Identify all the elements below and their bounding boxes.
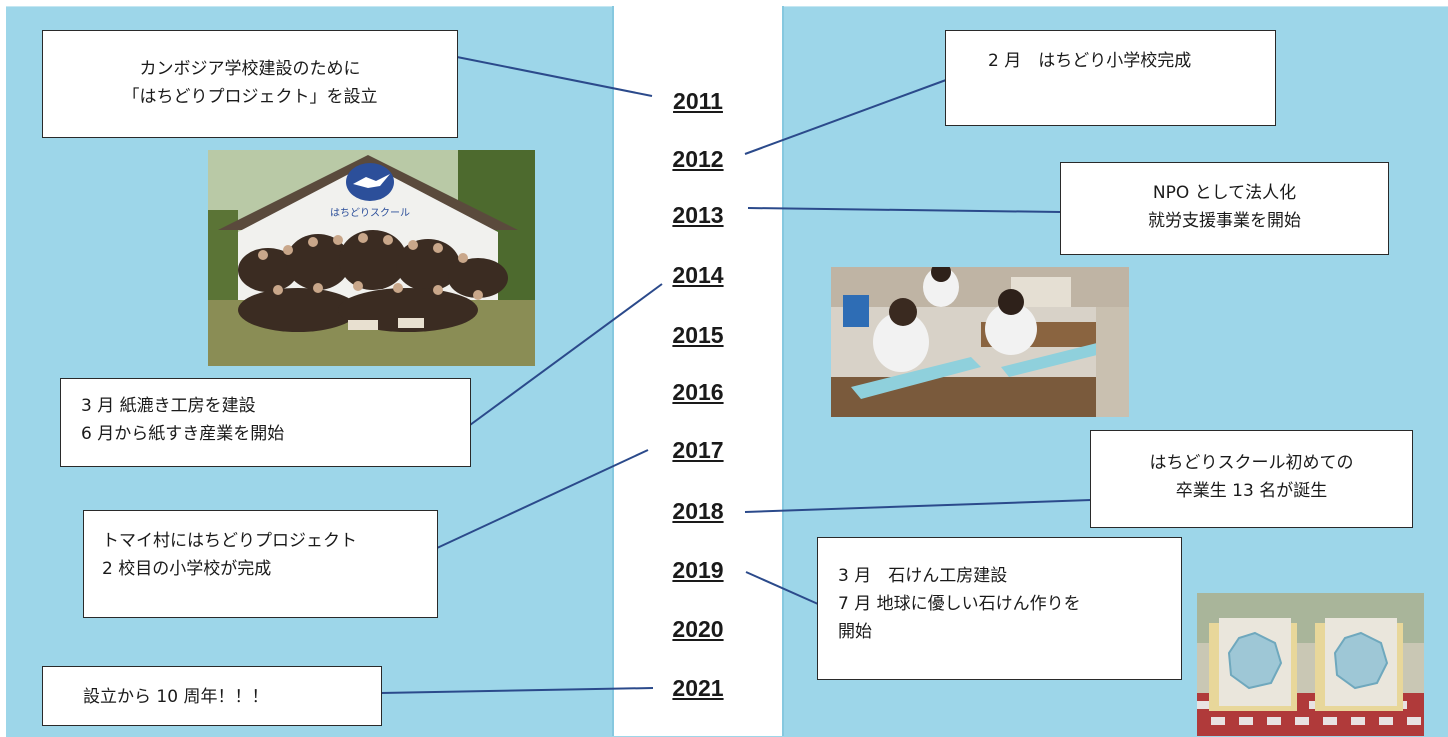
year-2018: 2018 (672, 498, 724, 524)
event-box-second-school: トマイ村にはちどりプロジェクト 2 校目の小学校が完成 (83, 510, 438, 618)
year-2016: 2016 (672, 379, 724, 405)
connector-2019 (745, 571, 819, 605)
event-text: 6 月から紙すき産業を開始 (81, 424, 285, 444)
school-group-photo: はちどりスクール (208, 150, 535, 366)
event-text: 3 月 紙漉き工房を建設 (81, 396, 256, 416)
event-box-paper-workshop: 3 月 紙漉き工房を建設 6 月から紙すき産業を開始 (60, 378, 471, 467)
year-2013: 2013 (672, 202, 724, 228)
connector-2021 (379, 687, 654, 694)
year-2015: 2015 (672, 322, 724, 348)
year-2011: 2011 (673, 88, 723, 114)
year-2017: 2017 (672, 437, 724, 463)
event-text: 開始 (838, 622, 872, 642)
event-text: 「はちどりプロジェクト」を設立 (122, 87, 378, 107)
connector-2017 (436, 449, 649, 549)
year-2019: 2019 (672, 557, 724, 583)
event-text: 就労支援事業を開始 (1148, 211, 1301, 231)
soap-photo-drawing (1197, 593, 1424, 736)
connector-2012 (744, 79, 947, 155)
event-box-graduates: はちどりスクール初めての 卒業生 13 名が誕生 (1090, 430, 1413, 528)
event-box-founding: カンボジア学校建設のために 「はちどりプロジェクト」を設立 (42, 30, 458, 138)
event-box-anniversary: 設立から 10 周年！！！ (42, 666, 382, 726)
year-column: 2011 2012 2013 2014 2015 2016 2017 2018 … (612, 6, 784, 736)
event-text: NPO として法人化 (1152, 183, 1297, 203)
connector-2018 (744, 499, 1092, 513)
event-text: 2 月 はちどり小学校完成 (988, 51, 1192, 71)
year-2021: 2021 (672, 675, 724, 701)
event-box-soap-workshop: 3 月 石けん工房建設 7 月 地球に優しい石けん作りを 開始 (817, 537, 1182, 680)
event-text: 設立から 10 周年！！！ (83, 687, 269, 707)
event-text: トマイ村にはちどりプロジェクト (102, 531, 357, 551)
connector-2013 (747, 207, 1062, 213)
connector-2014 (469, 283, 663, 426)
event-text: 3 月 石けん工房建設 (838, 566, 1008, 586)
event-text: 7 月 地球に優しい石けん作りを (838, 594, 1081, 614)
year-2014: 2014 (672, 262, 724, 288)
event-text: カンボジア学校建設のために (139, 59, 361, 79)
event-box-npo: NPO として法人化 就労支援事業を開始 (1060, 162, 1389, 255)
event-text: はちどりスクール初めての (1149, 453, 1354, 473)
connector-2011 (456, 56, 653, 97)
year-2012: 2012 (672, 146, 724, 172)
school-photo-drawing: はちどりスクール (208, 150, 535, 366)
classroom-photo-drawing (831, 267, 1129, 417)
classroom-photo (831, 267, 1129, 417)
school-sign-text: はちどりスクール (330, 207, 410, 219)
event-text: 卒業生 13 名が誕生 (1175, 481, 1328, 501)
event-box-school-completed: 2 月 はちどり小学校完成 (945, 30, 1276, 126)
year-2020: 2020 (672, 616, 724, 642)
soap-photo (1197, 593, 1424, 736)
event-text: 2 校目の小学校が完成 (102, 559, 272, 579)
